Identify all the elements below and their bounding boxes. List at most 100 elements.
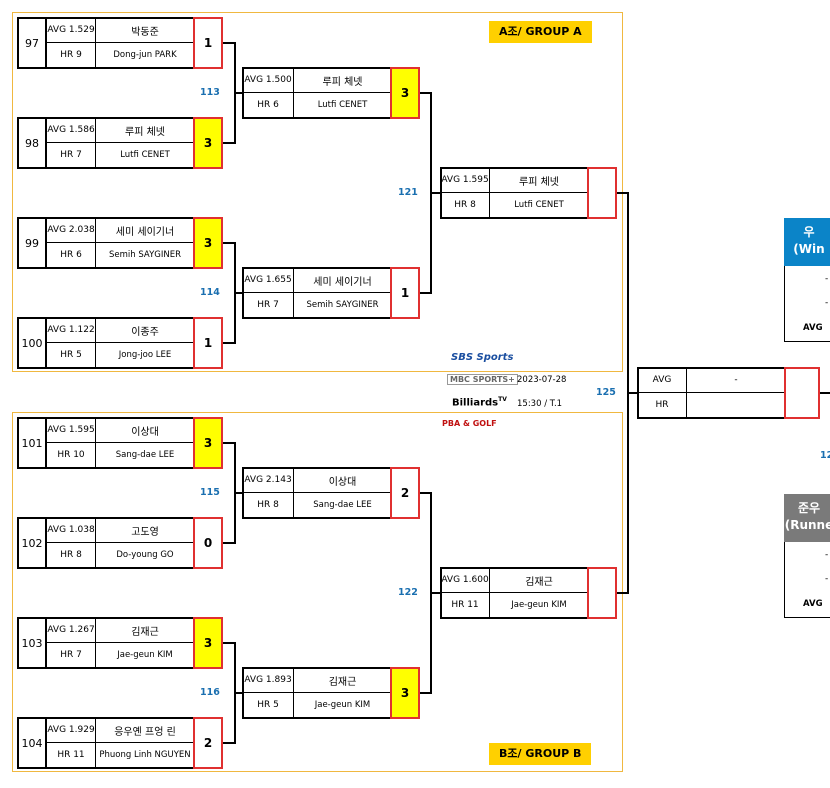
bracket-line [223, 542, 235, 544]
winner-panel-header: 우 (Win [784, 218, 830, 266]
match-number: 125 [596, 387, 616, 398]
final-avg-label: AVG [637, 367, 687, 393]
match-score [587, 167, 617, 219]
match-score: 3 [193, 417, 223, 469]
player-avg: AVG 1.267 [46, 617, 96, 643]
player-name-english: Lutfi CENET [293, 92, 392, 118]
bracket-line [223, 142, 235, 144]
player-name-korean: 박동준 [95, 17, 195, 43]
match-score: 0 [193, 517, 223, 569]
bracket-line [617, 592, 628, 594]
player-avg: AVG 1.893 [242, 667, 294, 693]
player-avg: AVG 1.529 [46, 17, 96, 43]
final-score [784, 367, 820, 419]
player-hr: HR 5 [242, 692, 294, 718]
player-name-english: Jae-geun KIM [95, 642, 195, 668]
seed-number: 103 [17, 617, 47, 669]
bracket-line [223, 642, 235, 644]
bracket-line [430, 592, 440, 594]
match-score: 1 [390, 267, 420, 319]
player-avg: AVG 1.500 [242, 67, 294, 93]
bracket-line [234, 692, 242, 694]
match-number: 12 [820, 450, 830, 461]
sbs-sports-logo: SBS Sports [451, 352, 514, 363]
player-hr: HR 5 [46, 342, 96, 368]
bracket-line [430, 192, 440, 194]
bracket-line [223, 242, 235, 244]
player-name-english: Dong-jun PARK [95, 42, 195, 68]
match-score [587, 567, 617, 619]
seed-number: 101 [17, 417, 47, 469]
match-score: 3 [193, 617, 223, 669]
billiards-sup: TV [498, 396, 507, 403]
bracket-line [223, 342, 235, 344]
runnerup-panel-header: 준우 (Runne [784, 494, 830, 542]
seed-number: 104 [17, 717, 47, 769]
match-number: 116 [200, 687, 220, 698]
player-avg: AVG 1.038 [46, 517, 96, 543]
player-name-korean: 김재근 [293, 667, 392, 693]
runnerup-title: 준우 [797, 501, 821, 515]
runnerup-subtitle: (Runne [784, 518, 830, 532]
player-name-english: Sang-dae LEE [95, 442, 195, 468]
player-name-korean: 루피 체넷 [293, 67, 392, 93]
bracket-line [420, 492, 431, 494]
match-number: 121 [398, 187, 418, 198]
player-avg: AVG 2.038 [46, 217, 96, 243]
player-name-korean: 세미 세이기너 [95, 217, 195, 243]
seed-number: 100 [17, 317, 47, 369]
match-score: 1 [193, 17, 223, 69]
player-hr: HR 7 [46, 142, 96, 168]
player-name-korean: 응우옌 프엉 린 [95, 717, 195, 743]
match-number: 115 [200, 487, 220, 498]
runnerup-panel-body: - - AVG [784, 542, 830, 618]
match-score: 3 [390, 667, 420, 719]
winner-row2: - [825, 298, 829, 308]
player-name-korean: 루피 체넷 [489, 167, 589, 193]
match-score: 2 [390, 467, 420, 519]
player-hr: HR 6 [242, 92, 294, 118]
player-avg: AVG 1.600 [440, 567, 490, 593]
seed-number: 98 [17, 117, 47, 169]
player-name-english: Sang-dae LEE [293, 492, 392, 518]
final-hr-value [686, 392, 786, 418]
player-name-english: Jae-geun KIM [293, 692, 392, 718]
player-avg: AVG 1.595 [440, 167, 490, 193]
player-name-english: Jong-joo LEE [95, 342, 195, 368]
player-name-korean: 고도영 [95, 517, 195, 543]
bracket-line [223, 742, 235, 744]
mbc-sports-text: MBC SPORTS+ [447, 374, 518, 385]
seed-number: 102 [17, 517, 47, 569]
winner-row1: - [825, 274, 829, 284]
player-avg: AVG 1.586 [46, 117, 96, 143]
match-score: 1 [193, 317, 223, 369]
seed-number: 97 [17, 17, 47, 69]
bracket-line [617, 192, 628, 194]
runnerup-row1: - [825, 550, 829, 560]
match-number: 113 [200, 87, 220, 98]
billiards-text: Billiards [452, 397, 499, 409]
player-name-english: Lutfi CENET [95, 142, 195, 168]
match-time: 15:30 / T.1 [517, 399, 563, 409]
bracket-line [420, 292, 431, 294]
runnerup-avg-label: AVG [803, 599, 823, 609]
match-number: 122 [398, 587, 418, 598]
player-avg: AVG 2.143 [242, 467, 294, 493]
bracket-line [234, 292, 242, 294]
runnerup-row2: - [825, 574, 829, 584]
player-name-korean: 이상대 [293, 467, 392, 493]
winner-panel-body: - - AVG [784, 266, 830, 342]
player-name-korean: 루피 체넷 [95, 117, 195, 143]
group-b-label: B조/ GROUP B [489, 743, 592, 765]
bracket-line [420, 692, 431, 694]
player-hr: HR 8 [440, 192, 490, 218]
match-score: 3 [193, 217, 223, 269]
seed-number: 99 [17, 217, 47, 269]
player-name-korean: 김재근 [489, 567, 589, 593]
bracket-line [234, 492, 242, 494]
bracket-line [223, 442, 235, 444]
player-name-korean: 이상대 [95, 417, 195, 443]
player-hr: HR 10 [46, 442, 96, 468]
match-number: 114 [200, 287, 220, 298]
player-hr: HR 6 [46, 242, 96, 268]
